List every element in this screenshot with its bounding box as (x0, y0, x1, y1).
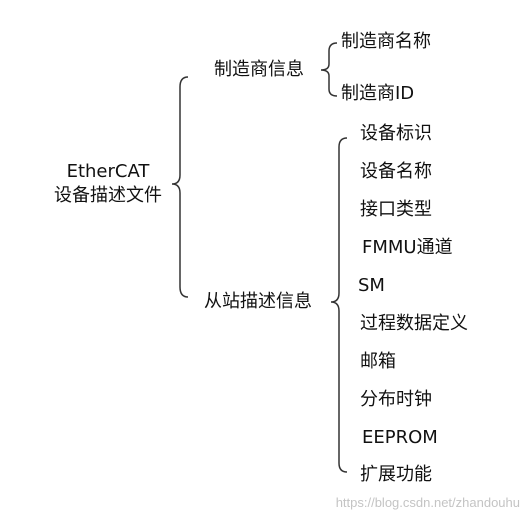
leaf-process-data-definition: 过程数据定义 (360, 313, 468, 334)
leaf-sm: SM (358, 275, 385, 296)
leaf-distributed-clock: 分布时钟 (360, 389, 432, 410)
manufacturer-brace (320, 42, 338, 97)
leaf-manufacturer-id: 制造商ID (341, 83, 415, 104)
slave-brace (330, 137, 348, 473)
root-title-line2: 设备描述文件 (54, 185, 162, 206)
leaf-eeprom: EEPROM (362, 427, 438, 448)
root-node: EtherCAT 设备描述文件 (38, 160, 178, 208)
leaf-device-identity: 设备标识 (360, 123, 432, 144)
branch-manufacturer-info: 制造商信息 (214, 59, 304, 80)
leaf-extended-functions: 扩展功能 (360, 464, 432, 485)
branch-slave-description: 从站描述信息 (204, 291, 312, 312)
leaf-manufacturer-name: 制造商名称 (341, 31, 431, 52)
leaf-device-name: 设备名称 (360, 161, 432, 182)
leaf-mailbox: 邮箱 (360, 351, 396, 372)
leaf-fmmu-channel: FMMU通道 (362, 237, 453, 258)
leaf-interface-type: 接口类型 (360, 199, 432, 220)
watermark-url: https://blog.csdn.net/zhandouhu (335, 495, 520, 510)
root-brace (171, 76, 189, 298)
root-title-line1: EtherCAT (66, 161, 150, 182)
